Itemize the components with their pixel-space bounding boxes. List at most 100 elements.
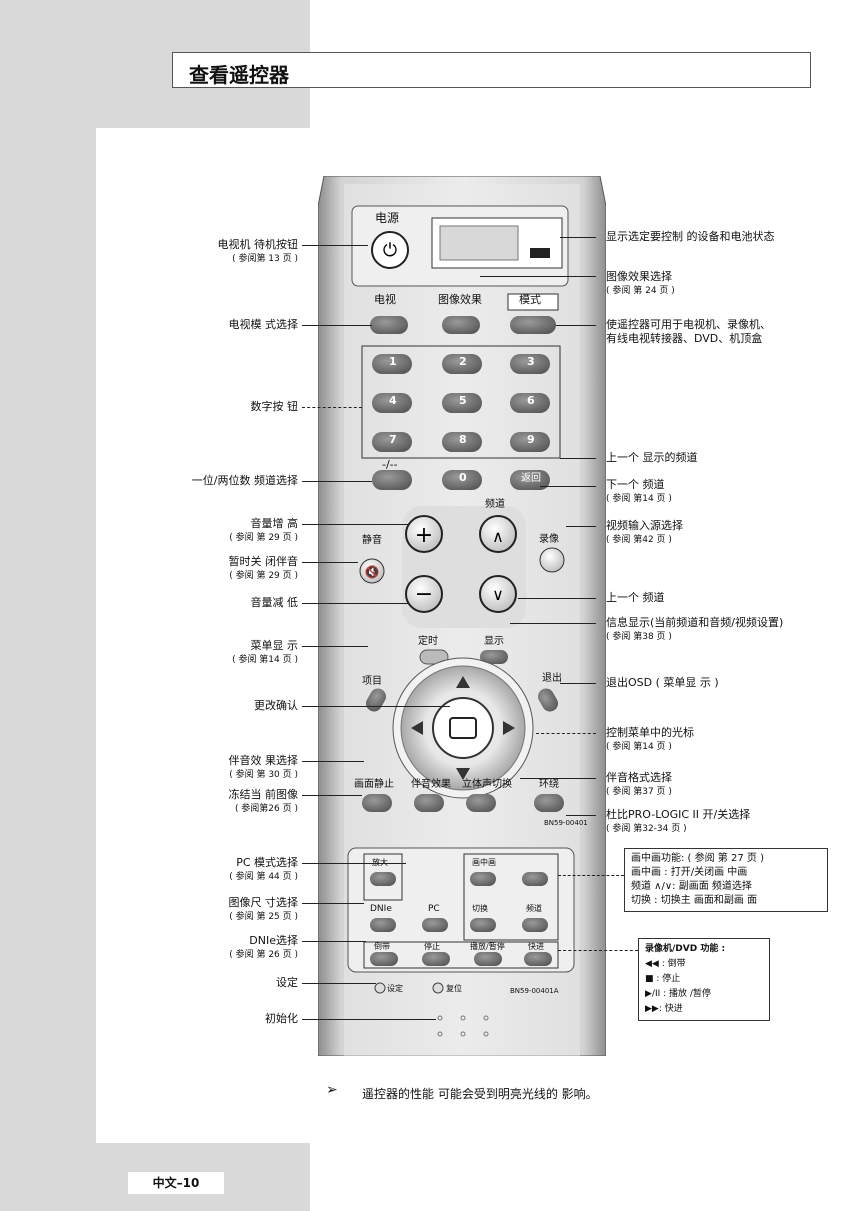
picture-effect-label: 图像效果 bbox=[438, 293, 482, 306]
callout-next-ch: 下一个 频道 ( 参阅 第14 页 ) bbox=[606, 478, 672, 504]
callout-confirm: 更改确认 bbox=[254, 699, 298, 712]
record-label: 录像 bbox=[539, 534, 559, 545]
callout-vol-up: 音量增 高 ( 参阅 第 29 页 ) bbox=[229, 517, 298, 543]
callout-menu: 菜单显 示 ( 参阅 第14 页 ) bbox=[232, 639, 298, 665]
leader-line bbox=[302, 481, 372, 482]
menu-label: 项目 bbox=[362, 676, 382, 687]
title-box: 查看遥控器 bbox=[172, 52, 811, 88]
callout-tv-mode: 电视模 式选择 bbox=[228, 318, 299, 331]
leader-line bbox=[536, 733, 596, 734]
leader-line bbox=[302, 706, 450, 707]
callout-init: 初始化 bbox=[265, 1012, 298, 1025]
leader-line bbox=[302, 761, 364, 762]
page-title: 查看遥控器 bbox=[189, 63, 289, 87]
channel2-label: 频道 bbox=[526, 904, 542, 913]
stop-label: 停止 bbox=[424, 942, 440, 951]
callout-mute: 暂时关 闭伴音 ( 参阅 第 29 页 ) bbox=[228, 555, 299, 581]
rew-label: 倒带 bbox=[374, 942, 390, 951]
vcr-info-box: 录像机/DVD 功能 : ◀◀ : 倒带 ■ : 停止 ▶/II : 播放 /暂… bbox=[638, 938, 770, 1021]
leader-line bbox=[302, 941, 366, 942]
callout-vol-down: 音量减 低 bbox=[250, 596, 299, 609]
callout-prev-display: 上一个 显示的频道 bbox=[606, 451, 698, 464]
num-5[interactable]: 5 bbox=[459, 394, 467, 407]
leader-line bbox=[302, 903, 364, 904]
surround-label: 环绕 bbox=[539, 779, 559, 790]
leader-line bbox=[302, 646, 368, 647]
callout-info: 信息显示(当前频道和音频/视频设置) ( 参阅 第38 页 ) bbox=[606, 616, 784, 642]
num-9[interactable]: 9 bbox=[527, 433, 535, 446]
leader-line bbox=[510, 623, 596, 624]
switch-label: 切换 bbox=[472, 904, 488, 913]
leader-line bbox=[556, 325, 596, 326]
callout-video-src: 视频输入源选择 ( 参阅 第42 页 ) bbox=[606, 519, 683, 545]
callout-dnie: DNIe选择 ( 参阅 第 26 页 ) bbox=[229, 934, 298, 960]
num-7[interactable]: 7 bbox=[389, 433, 397, 446]
num-1[interactable]: 1 bbox=[389, 355, 397, 368]
power-label: 电源 bbox=[375, 211, 400, 225]
callout-size: 图像尺 寸选择 ( 参阅 第 25 页 ) bbox=[228, 896, 299, 922]
model-number-1: BN59-00401 bbox=[544, 819, 588, 827]
num-3[interactable]: 3 bbox=[527, 355, 535, 368]
callout-sound-format: 伴音格式选择 ( 参阅 第37 页 ) bbox=[606, 771, 672, 797]
set-button-label: 设定 bbox=[387, 984, 403, 993]
num-8[interactable]: 8 bbox=[459, 433, 467, 446]
leader-line bbox=[302, 983, 376, 984]
leader-line bbox=[518, 598, 596, 599]
pip-info-box: 画中画功能: ( 参阅 第 27 页 ) 画中画 : 打开/关闭画 中画 频道 … bbox=[624, 848, 828, 912]
callout-power: 电视机 待机按钮 ( 参阅第 13 页 ) bbox=[217, 238, 299, 264]
leader-line bbox=[558, 950, 638, 951]
callout-still: 冻结当 前图像 ( 参阅第26 页 ) bbox=[228, 788, 299, 814]
leader-line bbox=[302, 245, 368, 246]
dash-label: -/-- bbox=[382, 458, 398, 471]
leader-line bbox=[302, 562, 358, 563]
model-number-2: BN59-00401A bbox=[510, 987, 559, 995]
callout-mode: 使遥控器可用于电视机、录像机、 有线电视转接器、DVD、机顶盒 bbox=[606, 318, 771, 345]
channel-label: 频道 bbox=[485, 499, 505, 510]
callout-prev-ch: 上一个 频道 bbox=[606, 591, 665, 604]
num-2[interactable]: 2 bbox=[459, 355, 467, 368]
callout-sound-effect: 伴音效 果选择 ( 参阅 第 30 页 ) bbox=[228, 754, 299, 780]
num-6[interactable]: 6 bbox=[527, 394, 535, 407]
leader-line bbox=[566, 815, 596, 816]
timer-label: 定时 bbox=[418, 636, 438, 647]
mode-label: 模式 bbox=[519, 293, 541, 306]
svg-text:−: − bbox=[415, 582, 433, 607]
page-number: 中文–10 bbox=[128, 1172, 224, 1194]
callout-digits: 一位/两位数 频道选择 bbox=[191, 474, 298, 487]
leader-line bbox=[480, 276, 596, 277]
callout-numbers: 数字按 钮 bbox=[250, 400, 299, 413]
callout-display-status: 显示选定要控制 的设备和电池状态 bbox=[606, 230, 775, 243]
zoom-label: 放大 bbox=[372, 858, 388, 867]
leader-line bbox=[560, 458, 596, 459]
num-4[interactable]: 4 bbox=[389, 394, 397, 407]
stereo-label: 立体声切换 bbox=[462, 779, 512, 790]
note-text: 遥控器的性能 可能会受到明亮光线的 影响。 bbox=[362, 1087, 598, 1101]
num-0[interactable]: 0 bbox=[459, 471, 467, 484]
exit-label: 退出 bbox=[542, 673, 562, 684]
reset-button-label: 复位 bbox=[446, 984, 462, 993]
tv-label: 电视 bbox=[374, 293, 396, 306]
callout-cursor: 控制菜单中的光标 ( 参阅 第14 页 ) bbox=[606, 726, 694, 752]
leader-line bbox=[540, 486, 596, 487]
leader-line bbox=[558, 875, 624, 876]
leader-line bbox=[302, 603, 408, 604]
leader-line bbox=[302, 1019, 436, 1020]
display-label: 显示 bbox=[484, 636, 504, 647]
callout-picture-effect: 图像效果选择 ( 参阅 第 24 页 ) bbox=[606, 270, 675, 296]
remote-control: ⏻ + − ∧ ∨ 🔇 bbox=[318, 176, 606, 1056]
svg-text:∧: ∧ bbox=[492, 527, 504, 546]
svg-text:🔇: 🔇 bbox=[365, 565, 380, 579]
callout-pc-mode: PC 模式选择 ( 参阅 第 44 页 ) bbox=[229, 856, 298, 882]
leader-line bbox=[566, 526, 596, 527]
leader-line bbox=[302, 325, 372, 326]
svg-text:∨: ∨ bbox=[492, 585, 504, 604]
callout-exit: 退出OSD ( 菜单显 示 ) bbox=[606, 676, 719, 689]
play-label: 播放/暂停 bbox=[470, 942, 505, 951]
svg-text:⏻: ⏻ bbox=[383, 240, 397, 261]
mute-label: 静音 bbox=[362, 535, 382, 546]
svg-text:+: + bbox=[415, 523, 433, 548]
return-label[interactable]: 返回 bbox=[521, 473, 541, 484]
leader-line bbox=[302, 407, 362, 408]
note-arrow-icon: ➢ bbox=[326, 1082, 338, 1098]
callout-set: 设定 bbox=[276, 976, 298, 989]
